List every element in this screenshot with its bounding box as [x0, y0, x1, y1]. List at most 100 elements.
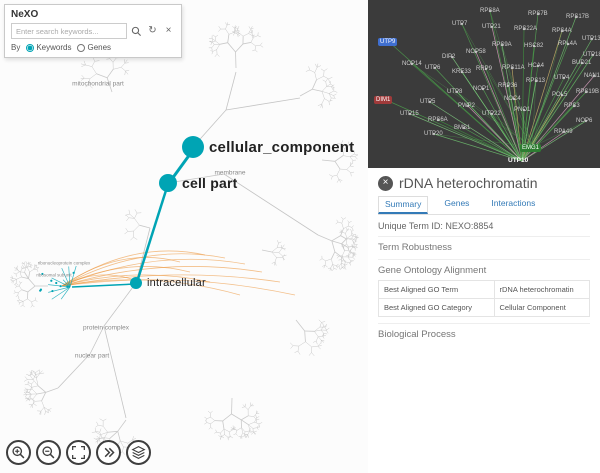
search-input[interactable]: [11, 23, 127, 39]
tree-minor-label[interactable]: protein complex: [83, 324, 129, 332]
zoom-out-button[interactable]: [36, 440, 61, 465]
tab-summary[interactable]: Summary: [378, 196, 429, 214]
network-node[interactable]: RPS6A: [428, 117, 448, 123]
tree-minor-label[interactable]: ribonucleoprotein complex: [37, 260, 91, 266]
network-node[interactable]: NOP1: [473, 86, 490, 92]
search-mode-genes[interactable]: Genes: [77, 43, 111, 52]
genes-radio[interactable]: [77, 43, 86, 52]
network-node[interactable]: UTP18: [583, 52, 600, 58]
network-node[interactable]: UTP9: [378, 38, 398, 46]
network-node[interactable]: RPS3: [564, 103, 580, 109]
network-node[interactable]: PWP2: [458, 103, 476, 109]
network-node[interactable]: NOP14: [402, 61, 422, 67]
go-alignment-table: Best Aligned GO Term rDNA heterochromati…: [378, 280, 590, 317]
expand-subtree-button[interactable]: [96, 440, 121, 465]
tree-minor-label[interactable]: nuclear part: [74, 352, 110, 360]
go-term-value: rDNA heterochromatin: [499, 285, 574, 294]
search-mode-keywords[interactable]: Keywords: [26, 43, 71, 52]
network-node[interactable]: RPS8A: [480, 8, 500, 14]
network-node[interactable]: UTP4: [554, 75, 570, 81]
tree-node-cellular-component[interactable]: cellular_component: [182, 136, 354, 158]
network-node[interactable]: RRP36: [498, 83, 518, 89]
network-node[interactable]: RRP9: [476, 66, 493, 72]
detail-tabs: Summary Genes Interactions: [378, 196, 590, 215]
term-detail-panel: × rDNA heterochromatin Summary Genes Int…: [368, 168, 600, 473]
go-term-label: Best Aligned GO Term: [379, 281, 495, 298]
network-node[interactable]: NOC4: [504, 96, 521, 102]
table-row: Best Aligned GO Term rDNA heterochromati…: [378, 280, 590, 299]
network-node[interactable]: NOP6: [576, 118, 593, 124]
network-node[interactable]: RPS9A: [492, 42, 512, 48]
tree-node-cell-part[interactable]: cell part: [159, 174, 238, 192]
network-node[interactable]: HSC82: [524, 43, 544, 49]
network-node[interactable]: POL5: [552, 92, 568, 98]
go-category-label: Best Aligned GO Category: [379, 299, 495, 316]
network-node[interactable]: UTP10: [508, 157, 529, 164]
network-node[interactable]: EMG1: [520, 144, 542, 152]
layers-button[interactable]: [126, 440, 151, 465]
tree-node-label: cellular_component: [209, 138, 355, 156]
network-node[interactable]: UTP7: [452, 21, 468, 27]
network-node[interactable]: UTP5: [420, 99, 436, 105]
network-node[interactable]: RPS22A: [514, 26, 538, 32]
network-node[interactable]: UTP8: [447, 89, 463, 95]
table-row: Best Aligned GO Category Cellular Compon…: [378, 299, 590, 317]
network-node[interactable]: HCA4: [528, 63, 545, 69]
network-node[interactable]: PNO1: [514, 107, 531, 113]
network-node[interactable]: UTP21: [482, 24, 501, 30]
close-icon[interactable]: ×: [378, 175, 393, 191]
tree-node-circle[interactable]: [159, 174, 177, 192]
search-mode-group: By Keywords Genes: [11, 43, 175, 52]
tree-minor-label[interactable]: ribosomal subunit: [36, 272, 72, 278]
network-node[interactable]: UTP22: [482, 111, 501, 117]
tab-interactions[interactable]: Interactions: [491, 198, 536, 208]
network-node[interactable]: NAN1: [584, 73, 600, 79]
zoom-in-button[interactable]: [6, 440, 31, 465]
section-biological-process: Biological Process: [378, 323, 590, 340]
tree-minor-label[interactable]: membrane: [214, 169, 246, 177]
tree-node-intracellular[interactable]: intracellular: [130, 277, 206, 289]
search-icon[interactable]: [130, 25, 143, 38]
section-go-alignment: Gene Ontology Alignment: [378, 259, 590, 276]
reset-icon[interactable]: ↻: [148, 25, 157, 36]
network-node[interactable]: RPS19B: [576, 89, 600, 95]
network-node[interactable]: RPS17B: [566, 14, 590, 20]
app-title: NeXO: [11, 9, 39, 20]
network-edges: [382, 9, 596, 162]
network-node[interactable]: BMS1: [454, 125, 471, 131]
network-node[interactable]: UTP6: [425, 65, 441, 71]
network-node[interactable]: RPA49: [554, 129, 573, 135]
network-node[interactable]: RPS4A: [552, 28, 572, 34]
network-node[interactable]: NOP58: [466, 49, 486, 55]
network-node[interactable]: DIP2: [442, 54, 456, 60]
network-node[interactable]: UTP13: [582, 36, 600, 42]
tree-minor-label[interactable]: mitochondrial part: [72, 80, 124, 88]
network-node[interactable]: RPL4A: [558, 41, 578, 47]
network-node[interactable]: DIM1: [374, 96, 393, 104]
search-panel: NeXO ↻ × By Keywords Genes: [4, 4, 182, 58]
by-label: By: [11, 43, 21, 52]
fit-to-screen-button[interactable]: [66, 440, 91, 465]
ontology-tree-canvas: [10, 22, 359, 456]
unique-term-id: Unique Term ID: NEXO:8854: [378, 221, 590, 237]
network-node[interactable]: KRE33: [452, 69, 472, 75]
network-node[interactable]: UTP15: [400, 111, 419, 117]
view-controls: [6, 440, 151, 465]
tree-node-circle[interactable]: [130, 277, 142, 289]
clear-search-icon[interactable]: ×: [165, 25, 172, 36]
tree-node-circle[interactable]: [182, 136, 204, 158]
go-category-value: Cellular Component: [499, 303, 566, 312]
network-node[interactable]: UTP20: [424, 131, 443, 137]
network-node[interactable]: RPS13: [526, 78, 546, 84]
keywords-radio[interactable]: [26, 43, 35, 52]
network-node[interactable]: RPS11A: [502, 65, 525, 71]
network-node[interactable]: BUD21: [572, 60, 592, 66]
tab-genes[interactable]: Genes: [444, 198, 470, 208]
network-node[interactable]: RPS7B: [528, 11, 548, 17]
